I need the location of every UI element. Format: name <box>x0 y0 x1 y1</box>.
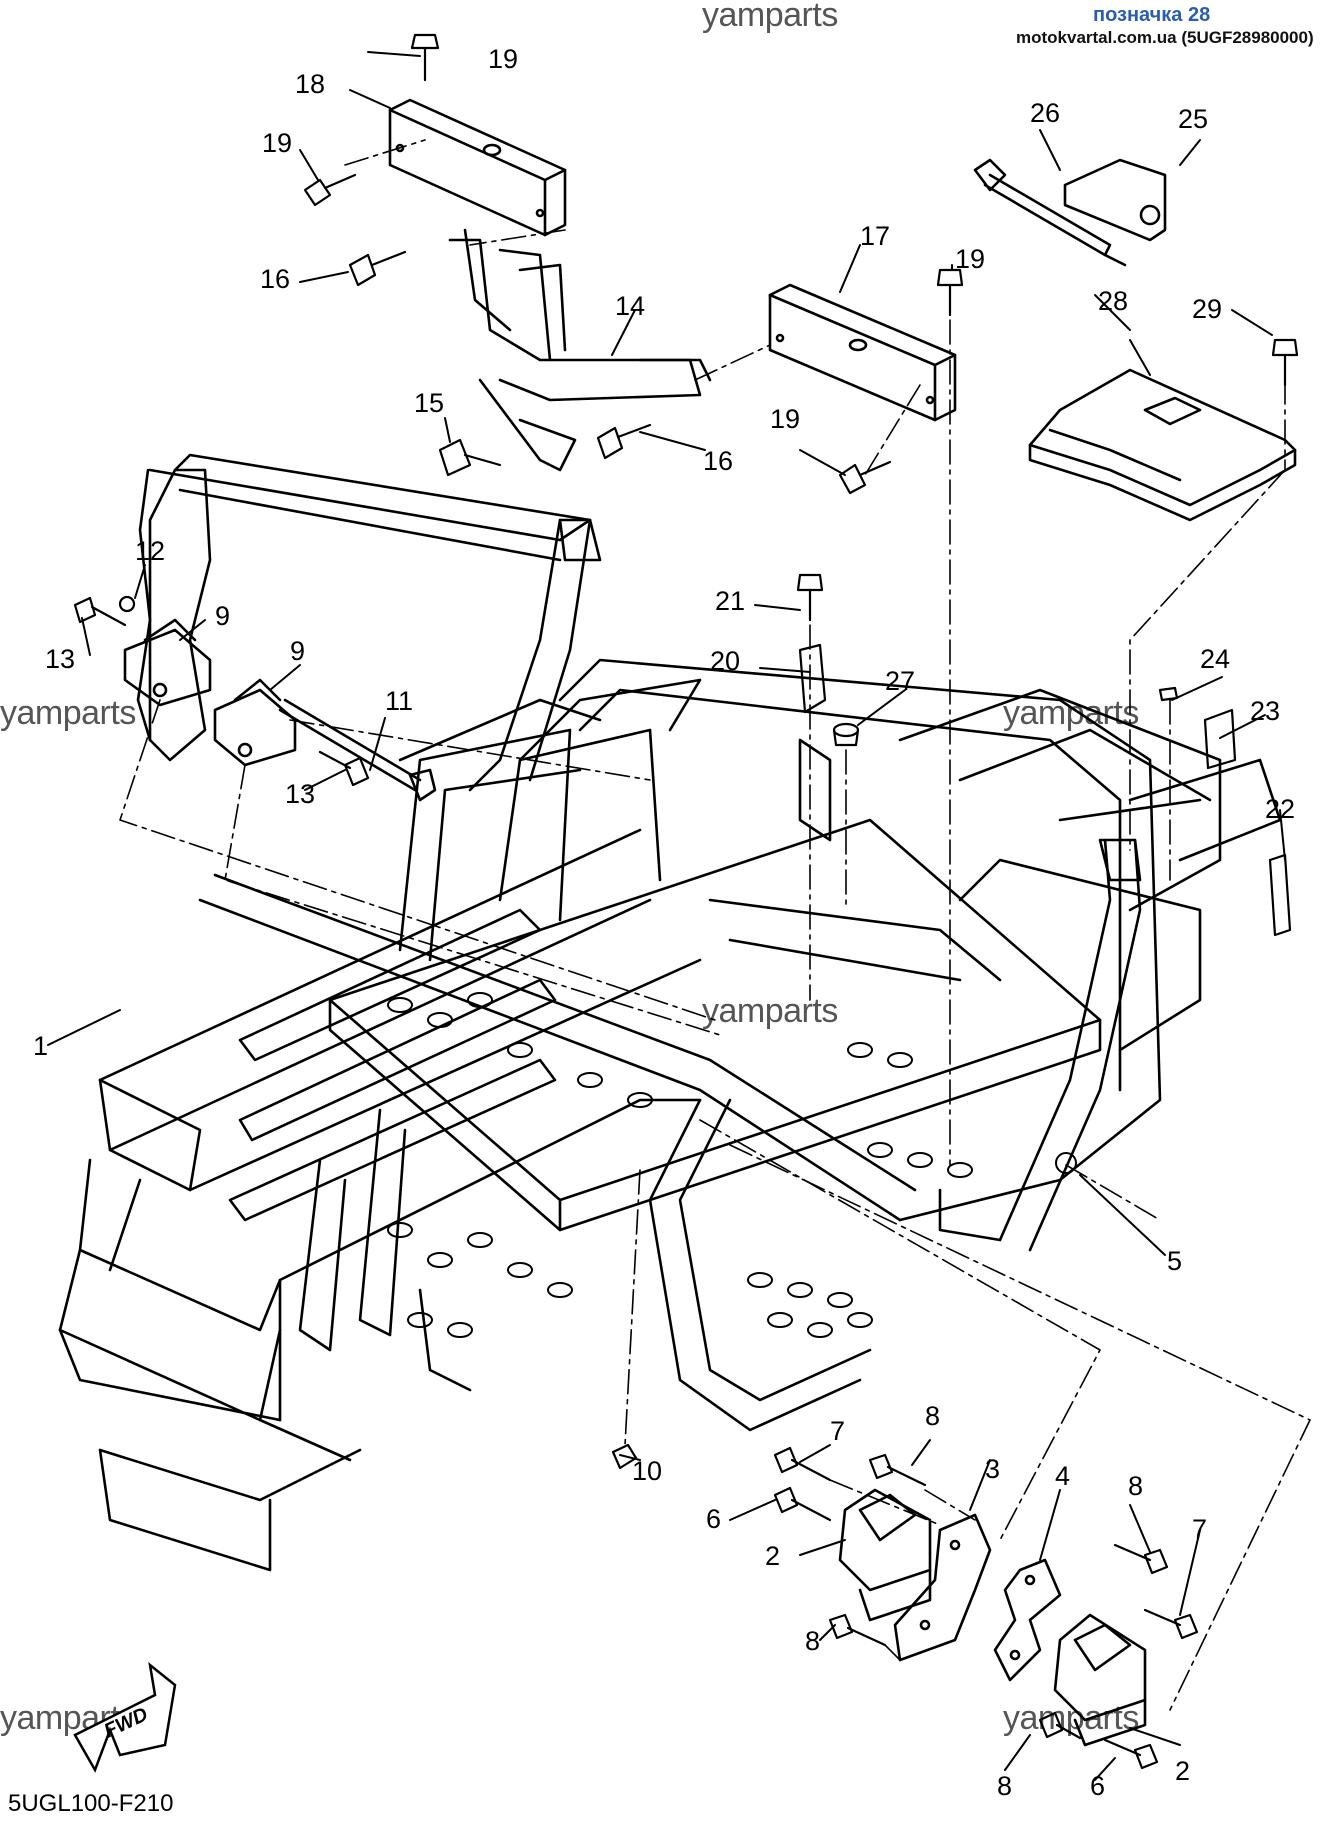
case-25 <box>1063 158 1167 242</box>
callout: 8 <box>925 1401 940 1431</box>
bracket-3 <box>893 1513 992 1662</box>
callout: 12 <box>135 536 165 566</box>
callout: 16 <box>260 264 290 294</box>
watermark: yamparts <box>702 0 838 34</box>
bracket-4 <box>993 1558 1062 1682</box>
callout: 9 <box>215 601 230 631</box>
callout: 13 <box>45 644 75 674</box>
callout: 22 <box>1265 794 1295 824</box>
callout: 10 <box>632 1456 662 1486</box>
watermark: yamparts <box>702 992 838 1030</box>
callout: 19 <box>262 128 292 158</box>
callout: 15 <box>414 388 444 418</box>
floor-holes <box>387 992 1077 1338</box>
callout: 2 <box>765 1541 780 1571</box>
callout: 6 <box>1090 1771 1105 1801</box>
callout: 21 <box>715 586 745 616</box>
callout: 4 <box>1055 1461 1070 1491</box>
callout: 19 <box>770 404 800 434</box>
cover-28 <box>1028 368 1297 522</box>
callout: 28 <box>1098 286 1128 316</box>
callout: 11 <box>385 686 413 716</box>
callout-numbers: 1 2 2 3 4 5 6 6 6 7 7 8 8 8 8 9 9 10 11 … <box>33 44 1295 1801</box>
tool-26 <box>973 158 1127 267</box>
callout: 17 <box>860 221 890 251</box>
stay-14 <box>448 228 712 472</box>
engine-mount-9b <box>213 678 297 767</box>
forward-arrow-icon: FWD <box>73 1661 177 1773</box>
diagram-code: 5UGL100-F210 <box>8 1790 174 1817</box>
header-badge: позначка 28 <box>1093 4 1211 26</box>
bolt-11 <box>278 698 437 802</box>
callout: 25 <box>1178 104 1208 134</box>
watermark: yamparts <box>0 694 136 732</box>
callout: 26 <box>1030 98 1060 128</box>
callout: 13 <box>285 779 315 809</box>
callout: 29 <box>1192 294 1222 324</box>
engine-mount-2b <box>1053 1613 1147 1747</box>
callout: 18 <box>295 69 325 99</box>
callout: 14 <box>615 291 645 321</box>
callout: 3 <box>985 1454 1000 1484</box>
leader-lines <box>47 51 1286 1781</box>
callout: 1 <box>33 1031 48 1061</box>
header-source: motokvartal.com.ua (5UGF28980000) <box>1016 28 1314 47</box>
engine-mount-9a <box>123 618 212 707</box>
callout: 27 <box>885 666 915 696</box>
callout: 7 <box>830 1416 845 1446</box>
callout: 19 <box>955 244 985 274</box>
bolts <box>73 33 1299 1770</box>
bracket-18 <box>388 98 567 237</box>
callout: 20 <box>710 646 740 676</box>
callout: 2 <box>1175 1756 1190 1786</box>
callout: 16 <box>703 446 733 476</box>
callout: 7 <box>1192 1514 1207 1544</box>
callout: 8 <box>1128 1471 1143 1501</box>
reference-lines <box>119 139 1311 1711</box>
callout: 24 <box>1200 644 1230 674</box>
callout: 8 <box>997 1771 1012 1801</box>
callout: 23 <box>1250 696 1280 726</box>
callout: 8 <box>805 1626 820 1656</box>
callout: 9 <box>290 636 305 666</box>
callout: 19 <box>488 44 518 74</box>
watermark: yamparts <box>1003 694 1139 732</box>
callout: 5 <box>1167 1246 1182 1276</box>
callout: 6 <box>706 1504 721 1534</box>
main-frame <box>58 453 1282 1572</box>
bracket-17 <box>768 283 957 422</box>
